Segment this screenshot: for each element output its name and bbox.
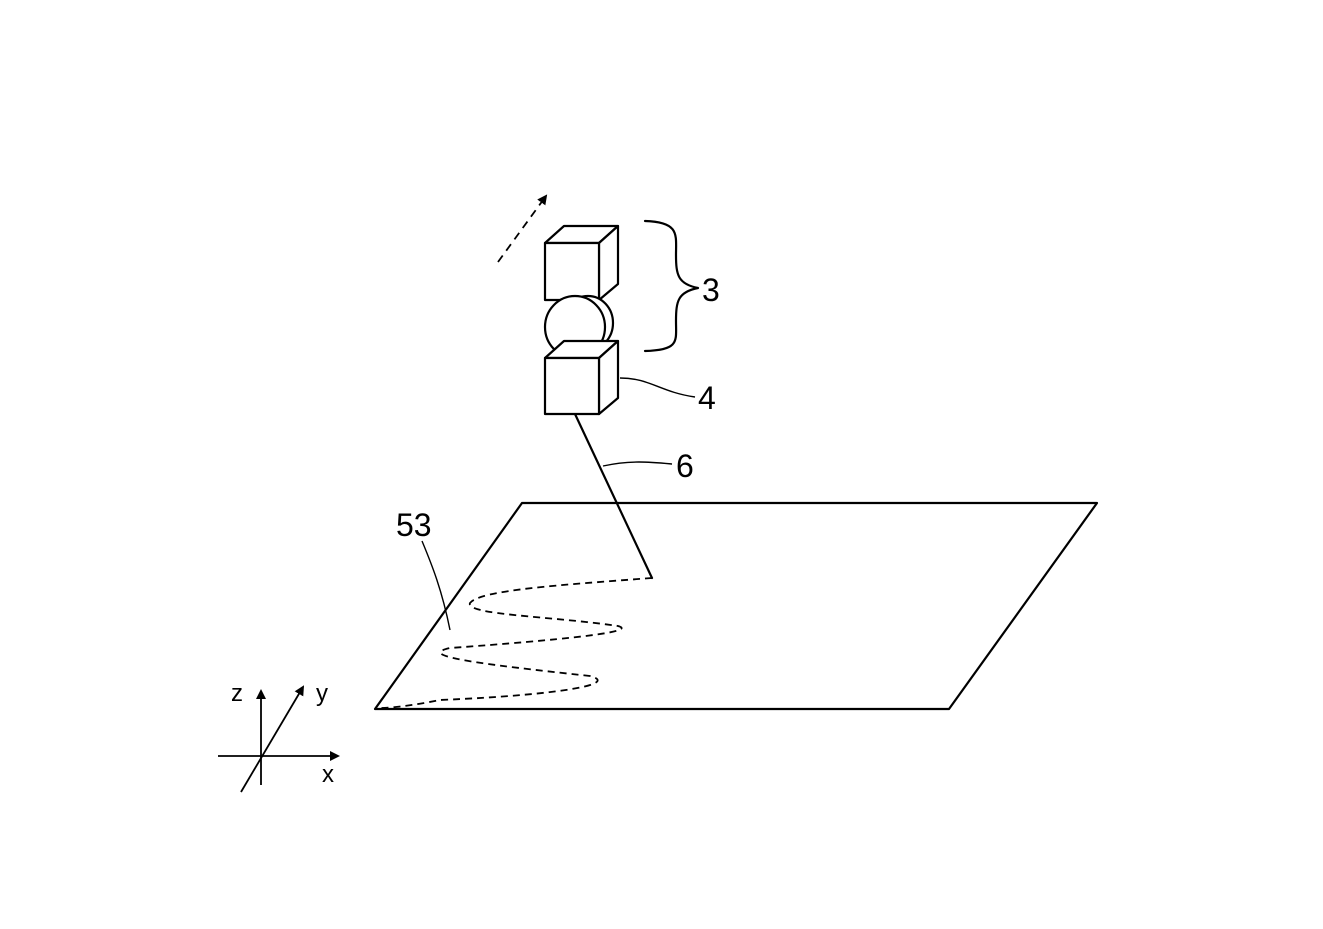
upper-cube	[545, 226, 618, 300]
laser-beam-line	[575, 414, 652, 578]
label-53: 53	[396, 507, 432, 543]
label-6: 6	[676, 448, 694, 484]
y-axis	[241, 687, 303, 792]
label-4: 4	[698, 380, 716, 416]
motion-direction-arrow	[498, 196, 546, 262]
brace-3	[645, 221, 698, 351]
x-axis-label: x	[322, 761, 334, 788]
leader-4	[620, 378, 695, 397]
y-axis-label: y	[316, 680, 328, 707]
work-surface-plane	[375, 503, 1097, 709]
leader-53	[422, 541, 450, 630]
coordinate-axes: z y x	[218, 680, 338, 792]
lower-cube	[545, 341, 618, 414]
z-axis-label: z	[231, 680, 243, 707]
label-3: 3	[702, 272, 720, 308]
leader-6	[603, 462, 672, 466]
